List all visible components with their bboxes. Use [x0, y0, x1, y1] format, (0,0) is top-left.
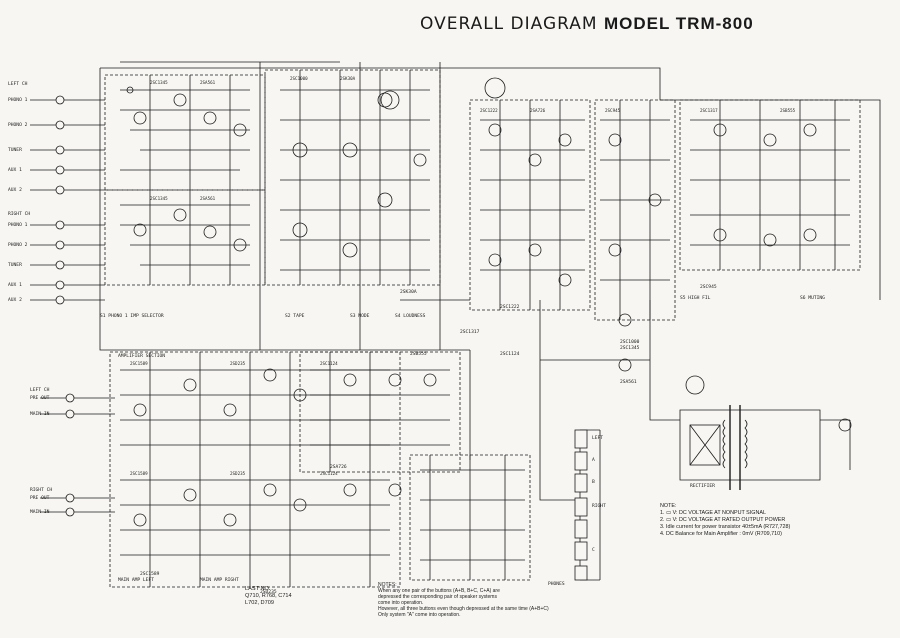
phono1-label-left: PHONO 1 [8, 98, 28, 103]
part-label: 2SA561 [620, 380, 637, 385]
phono2-label-left: PHONO 2 [8, 123, 28, 128]
aux2-label-right: AUX 2 [8, 298, 22, 303]
svg-text:2SC1589: 2SC1589 [130, 361, 148, 366]
aux1-label-right: AUX 1 [8, 283, 22, 288]
svg-text:2SC1317: 2SC1317 [700, 108, 718, 113]
part-label: 2SC1345 [620, 346, 640, 351]
svg-text:2SA726: 2SA726 [530, 108, 546, 113]
right-ch-label-lower: RIGHT CH [30, 488, 53, 493]
part-label: 2SD235 [260, 590, 277, 595]
right-notes-line: 2. ▭ V: DC VOLTAGE AT RATED OUTPUT POWER [660, 517, 786, 523]
svg-text:2SC1345: 2SC1345 [150, 80, 168, 85]
svg-text:2SK30A: 2SK30A [340, 76, 356, 81]
svg-text:2SC1124: 2SC1124 [320, 361, 338, 366]
part-label: 2SC1589 [140, 572, 160, 577]
left-ch-label-lower: LEFT CH [30, 388, 50, 393]
svg-text:2SC1589: 2SC1589 [130, 471, 148, 476]
bottom-notes: NOTES: When any one pair of the buttons … [378, 582, 549, 618]
main-amp-right-label: MAIN AMP RIGHT [200, 578, 239, 583]
switch-s3-label: S3 MODE [350, 314, 370, 319]
part-label: 2SA726 [330, 465, 347, 470]
main-in-label-left: MAIN IN [30, 412, 50, 417]
switch-s1-label: S1 PHONO 1 IMP SELECTOR [100, 314, 164, 319]
speaker-b-label: B [592, 480, 595, 485]
right-notes-line: 4. DC Balance for Main Amplifier : 0mV (… [660, 531, 782, 537]
switch-s4-label: S4 LOUDNESS [395, 314, 426, 319]
part-label: 2SC1317 [460, 330, 480, 335]
svg-text:2SC945: 2SC945 [605, 108, 621, 113]
switch-s5-label: S5 HIGH FIL [680, 296, 711, 301]
svg-text:2SC1345: 2SC1345 [150, 196, 168, 201]
phono2-label-right: PHONO 2 [8, 243, 28, 248]
right-notes: NOTE: 1. ▭ V: DC VOLTAGE AT NONPUT SIGNA… [660, 503, 890, 538]
bottom-notes-line: However, all three buttons even though d… [378, 606, 549, 612]
part-label: 2SC1222 [500, 305, 520, 310]
right-notes-line: 3. Idle current for power transistor 40±… [660, 524, 791, 530]
last-number-block: LAST NO. Q710, R768, C714 L702, D709 [245, 586, 292, 607]
bottom-notes-heading: NOTES: [378, 582, 397, 588]
svg-text:2SC1000: 2SC1000 [290, 76, 308, 81]
tuner-label-right: TUNER [8, 263, 22, 268]
right-notes-line: 1. ▭ V: DC VOLTAGE AT NONPUT SIGNAL [660, 510, 766, 516]
switch-s6-label: S6 MUTING [800, 296, 825, 301]
part-label: 2SC1000 [620, 340, 640, 345]
bottom-notes-line: When any one pair of the buttons (A+B, B… [378, 588, 500, 594]
svg-text:2SC1124: 2SC1124 [320, 471, 338, 476]
bottom-notes-line: Only system "A" come into operation. [378, 612, 461, 618]
part-label: 2SC1124 [500, 352, 520, 357]
phones-label: PHONES [548, 582, 565, 587]
tuner-label-left: TUNER [8, 148, 22, 153]
aux1-label-left: AUX 1 [8, 168, 22, 173]
switch-s2-label: S2 TAPE [285, 314, 305, 319]
last-number-line2: L702, D709 [245, 600, 274, 606]
aux2-label-left: AUX 2 [8, 188, 22, 193]
speaker-a-label: A [592, 458, 595, 463]
last-number-heading: LAST NO. [245, 586, 271, 592]
bottom-notes-line: come into operation. [378, 600, 424, 606]
pre-out-label-left: PRE OUT [30, 396, 50, 401]
title-model: MODEL TRM-800 [604, 14, 754, 33]
phono1-label-right: PHONO 1 [8, 223, 28, 228]
right-ch-label: RIGHT CH [8, 212, 31, 217]
speaker-left-label: LEFT [592, 436, 604, 441]
svg-text:2SB555: 2SB555 [780, 108, 796, 113]
svg-text:2SA561: 2SA561 [200, 196, 216, 201]
part-label: 2SK30A [400, 290, 417, 295]
right-notes-heading: NOTE: [660, 503, 677, 509]
title-main: OVERALL DIAGRAM [420, 14, 598, 34]
main-in-label-right: MAIN IN [30, 510, 50, 515]
amplifier-section-label: AMPLIFIER SECTION [118, 354, 166, 359]
speaker-c-label: C [592, 548, 595, 553]
rectifier-label: RECTIFIER [690, 484, 715, 489]
left-ch-label: LEFT CH [8, 82, 28, 87]
main-amp-left-label: MAIN AMP LEFT [118, 578, 154, 583]
svg-text:2SC1222: 2SC1222 [480, 108, 498, 113]
last-number-line1: Q710, R768, C714 [245, 593, 292, 599]
svg-text:2SD235: 2SD235 [230, 361, 246, 366]
part-label: 2SB555 [410, 352, 427, 357]
bottom-notes-line: depressed the corresponding pair of spea… [378, 594, 497, 600]
svg-text:2SA561: 2SA561 [200, 80, 216, 85]
svg-text:2SD235: 2SD235 [230, 471, 246, 476]
diagram-title: OVERALL DIAGRAM MODEL TRM-800 [420, 14, 754, 34]
pre-out-label-right: PRE OUT [30, 496, 50, 501]
part-label: 2SC945 [700, 285, 717, 290]
speaker-right-label: RIGHT [592, 504, 606, 509]
